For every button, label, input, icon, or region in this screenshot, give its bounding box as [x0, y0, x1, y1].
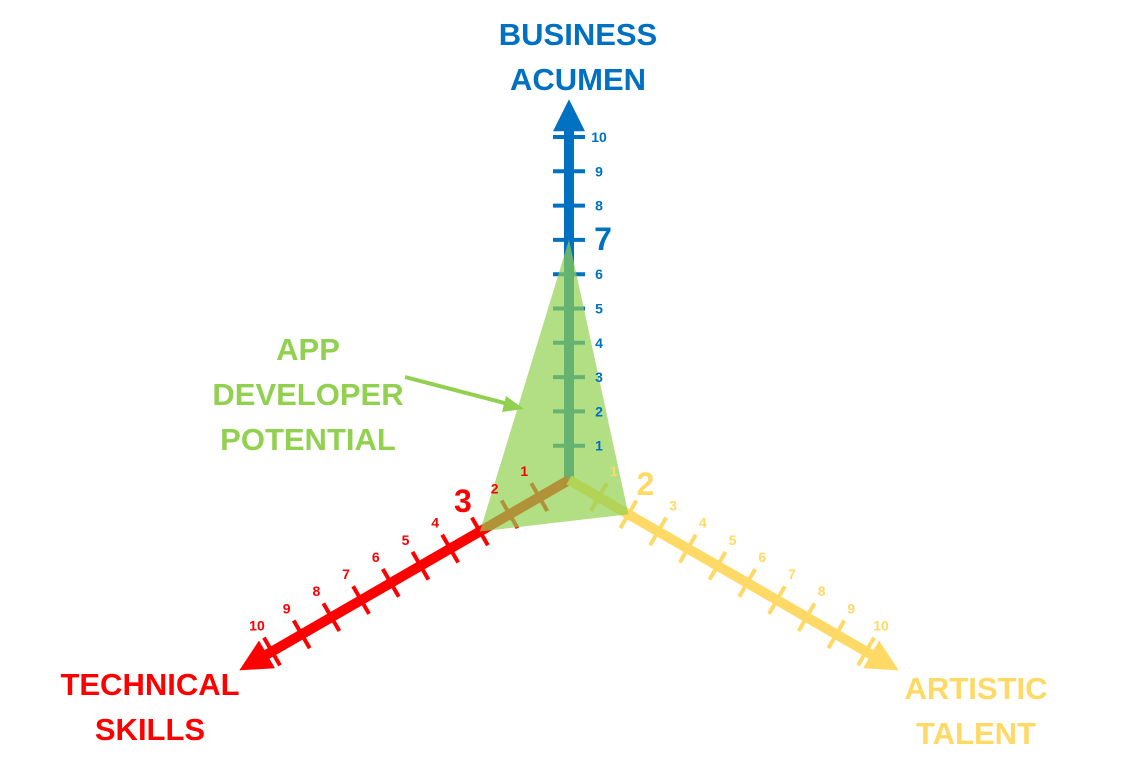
artistic-tick-4 — [678, 533, 698, 564]
business-tick-label-9: 9 — [595, 163, 603, 179]
artistic-tick-label-1: 1 — [610, 463, 618, 479]
technical-tick-7 — [351, 585, 371, 615]
technical-tick-10 — [262, 636, 282, 667]
artistic-tick-label-9: 9 — [847, 600, 855, 616]
technical-tick-label-5: 5 — [402, 532, 410, 548]
series-pointer-arrowhead-icon — [502, 396, 524, 412]
technical-tick-label-10: 10 — [249, 618, 265, 634]
technical-tick-label-9: 9 — [283, 600, 291, 616]
artistic-axis-title: ARTISTIC TALENT — [904, 671, 1048, 751]
technical-tick-4 — [440, 533, 460, 564]
artistic-tick-label-5: 5 — [729, 532, 737, 548]
technical-tick-label-3: 3 — [454, 483, 472, 519]
artistic-tick-6 — [737, 568, 757, 598]
artistic-tick-3 — [648, 516, 668, 547]
artistic-tick-label-7: 7 — [788, 566, 796, 582]
technical-tick-9 — [291, 619, 312, 650]
technical-tick-label-7: 7 — [342, 566, 350, 582]
business-tick-label-7: 7 — [594, 221, 612, 257]
technical-tick-label-6: 6 — [372, 549, 380, 565]
business-tick-label-10: 10 — [591, 129, 607, 145]
technical-tick-8 — [321, 602, 342, 633]
business-tick-label-4: 4 — [595, 335, 603, 351]
technical-tick-label-2: 2 — [491, 480, 499, 496]
series-label: APP DEVELOPER POTENTIAL — [212, 332, 404, 457]
artistic-tick-8 — [796, 602, 817, 633]
business-tick-label-2: 2 — [595, 403, 603, 419]
artistic-tick-label-8: 8 — [818, 583, 826, 599]
business-arrowhead-icon — [553, 99, 585, 132]
technical-arrowhead-icon — [239, 640, 275, 671]
business-tick-label-1: 1 — [595, 438, 603, 454]
series-area — [479, 239, 629, 532]
technical-tick-5 — [410, 550, 431, 581]
artistic-tick-9 — [826, 619, 847, 650]
artistic-tick-label-4: 4 — [699, 515, 707, 531]
business-tick-label-6: 6 — [595, 266, 603, 282]
artistic-tick-label-6: 6 — [758, 549, 766, 565]
artistic-tick-7 — [767, 585, 787, 615]
business-tick-label-5: 5 — [595, 301, 603, 317]
artistic-tick-10 — [856, 636, 876, 667]
artistic-arrowhead-icon — [863, 640, 899, 671]
business-tick-label-8: 8 — [595, 198, 603, 214]
series-pointer-line — [404, 375, 513, 407]
technical-axis-title: TECHNICAL SKILLS — [60, 667, 240, 747]
business-tick-label-3: 3 — [595, 369, 603, 385]
artistic-tick-label-3: 3 — [669, 497, 677, 513]
business-axis-title: BUSINESS ACUMEN — [498, 17, 658, 97]
artistic-tick-label-10: 10 — [873, 618, 889, 634]
artistic-tick-label-2: 2 — [637, 466, 655, 502]
technical-tick-label-4: 4 — [431, 515, 439, 531]
artistic-tick-5 — [707, 550, 728, 581]
technical-tick-label-1: 1 — [520, 463, 528, 479]
technical-tick-6 — [381, 568, 401, 598]
technical-tick-label-8: 8 — [312, 583, 320, 599]
